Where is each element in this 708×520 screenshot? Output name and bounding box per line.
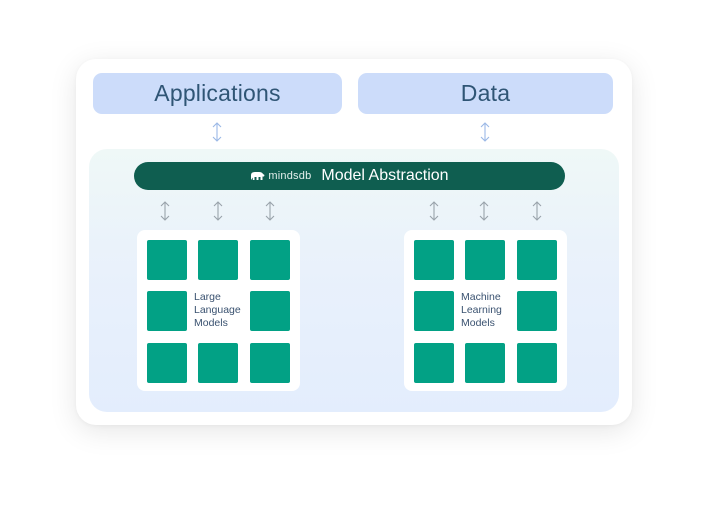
model-cell: [198, 240, 238, 280]
data-label: Data: [460, 80, 511, 106]
bidirectional-arrow-icon: [531, 201, 543, 221]
model-cell: [465, 240, 505, 280]
model-cell: [147, 291, 187, 331]
model-cell: [147, 240, 187, 280]
applications-label: Applications: [154, 80, 281, 106]
model-cell: [517, 343, 557, 383]
llm-group: Large Language Models: [137, 230, 300, 391]
model-cell: [250, 240, 290, 280]
bidirectional-arrow-icon: [428, 201, 440, 221]
model-cell: [465, 343, 505, 383]
mindsdb-logo-text: mindsdb: [268, 170, 312, 182]
model-cell: [517, 291, 557, 331]
mindsdb-logo: mindsdb: [250, 167, 311, 185]
model-cell: [147, 343, 187, 383]
llm-group-label: Large Language Models: [194, 291, 241, 329]
bidirectional-arrow-icon: [159, 201, 171, 221]
bear-icon: [250, 167, 265, 185]
model-abstraction-title: Model Abstraction: [321, 167, 449, 184]
bidirectional-arrow-icon: [211, 122, 223, 142]
model-cell: [250, 291, 290, 331]
model-abstraction-bar: mindsdb Model Abstraction: [134, 162, 565, 190]
data-box: Data: [358, 73, 613, 114]
bidirectional-arrow-icon: [264, 201, 276, 221]
ml-group-label: Machine Learning Models: [461, 291, 502, 329]
applications-box: Applications: [93, 73, 342, 114]
model-cell: [414, 291, 454, 331]
model-cell: [198, 343, 238, 383]
bidirectional-arrow-icon: [479, 122, 491, 142]
ml-group: Machine Learning Models: [404, 230, 567, 391]
model-cell: [250, 343, 290, 383]
model-cell: [414, 240, 454, 280]
model-cell: [414, 343, 454, 383]
bidirectional-arrow-icon: [212, 201, 224, 221]
bidirectional-arrow-icon: [478, 201, 490, 221]
model-cell: [517, 240, 557, 280]
